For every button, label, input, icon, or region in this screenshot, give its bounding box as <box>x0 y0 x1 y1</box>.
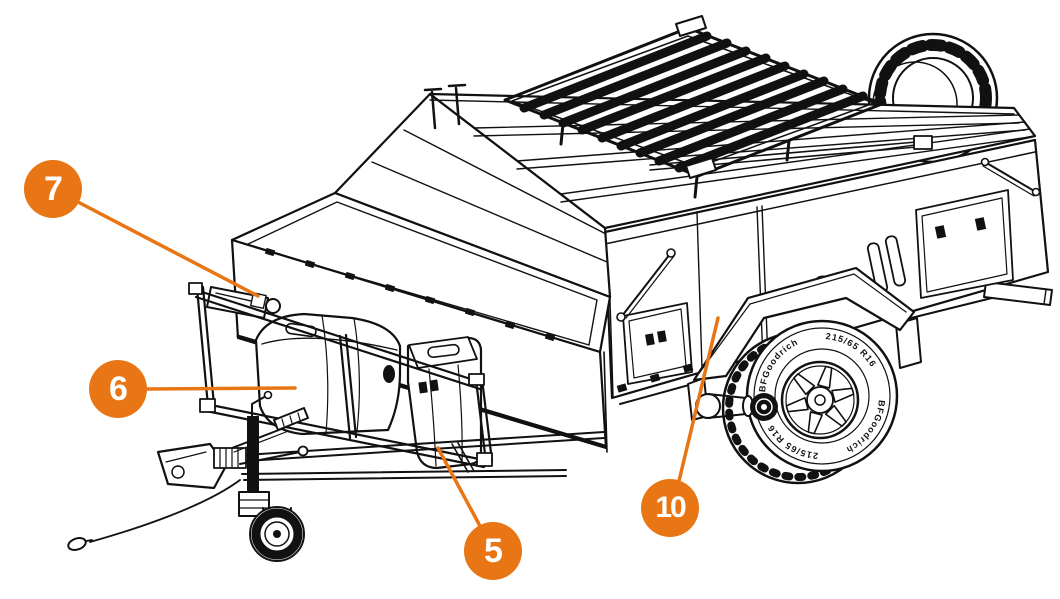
callout-6-label: 6 <box>109 370 128 408</box>
breakaway-cable <box>67 479 241 551</box>
side-vent-right <box>884 235 907 287</box>
fender <box>692 266 916 382</box>
chassis-and-bumper <box>619 281 1053 405</box>
leader-line-5 <box>436 446 482 528</box>
side-door-front <box>622 302 693 385</box>
gas-strut-rear <box>980 157 1041 197</box>
callout-10-label: 10 <box>655 491 686 524</box>
wheel: 215/65 R16 BFGoodrich 215/65 R16 BFGoodr… <box>721 319 899 485</box>
leader-line-10 <box>677 316 720 483</box>
hitch-coupler <box>156 407 309 490</box>
callout-10: 10 <box>641 479 699 537</box>
rear-mudflap <box>895 317 922 369</box>
leader-line-7 <box>76 200 260 298</box>
body-latches <box>616 363 694 393</box>
drawbar <box>227 431 605 481</box>
leader-line-6 <box>144 386 297 391</box>
callout-7: 7 <box>24 160 82 218</box>
gas-strut-front <box>616 248 676 322</box>
callout-6: 6 <box>89 360 147 418</box>
callout-7-label: 7 <box>44 170 63 208</box>
lid-latches <box>264 247 556 342</box>
callout-5: 5 <box>464 522 522 580</box>
roof-rack <box>503 15 884 199</box>
jockey-wheel-assembly <box>238 390 305 562</box>
rack-slats <box>519 31 868 173</box>
side-doors-and-vents <box>616 157 1041 393</box>
callout-5-label: 5 <box>484 532 503 570</box>
leader-lines <box>76 200 720 528</box>
side-door-rear <box>915 189 1014 299</box>
rear-bumper <box>983 281 1053 306</box>
rack-support-posts <box>423 83 467 130</box>
axle-assembly <box>695 393 778 421</box>
